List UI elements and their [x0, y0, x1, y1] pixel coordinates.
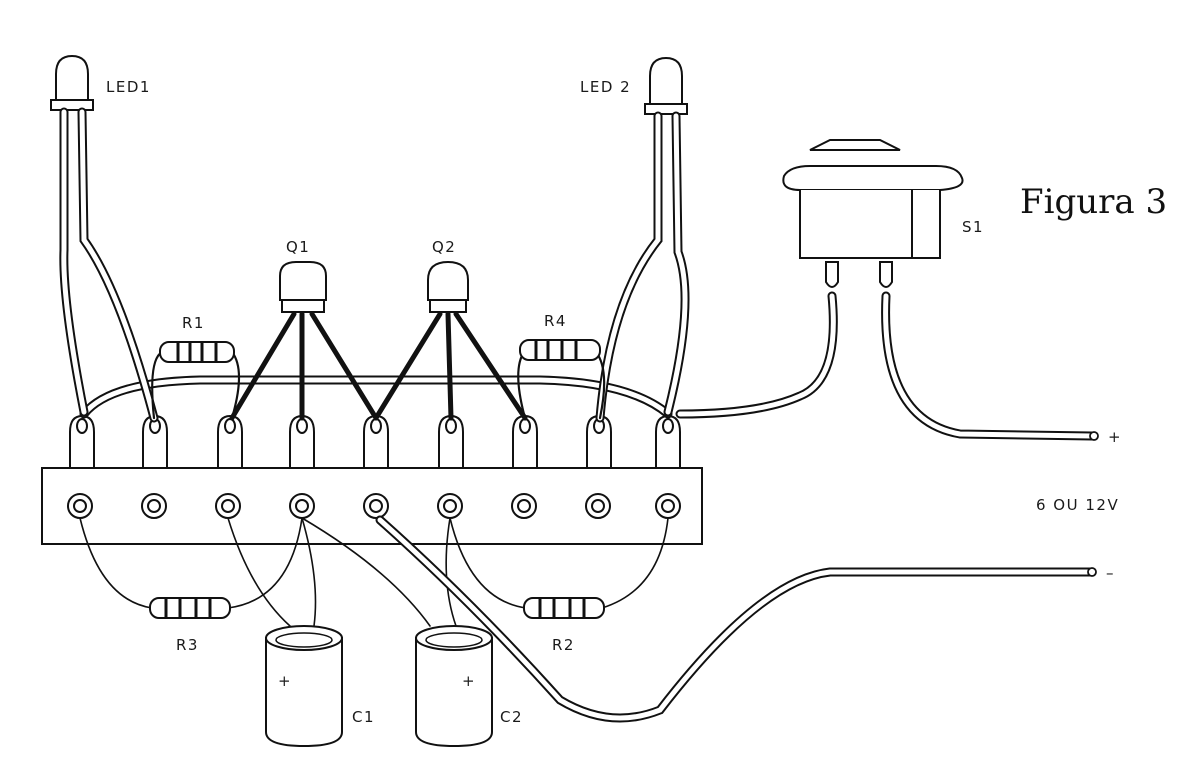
figure-title: Figura 3 — [1020, 182, 1167, 222]
c2-label: C2 — [500, 708, 523, 726]
power-voltage-label: 6 OU 12V — [1036, 496, 1119, 514]
power-wire-s1-to-strip — [675, 291, 838, 419]
resistor-r4: R4 — [517, 312, 606, 420]
c2-plus: + — [462, 672, 476, 690]
r3-label: R3 — [176, 636, 199, 654]
c1-label: C1 — [352, 708, 375, 726]
q1-label: Q1 — [286, 238, 310, 256]
terminal-holes — [67, 493, 681, 519]
transistor-q1: Q1 — [229, 238, 379, 421]
led1-label: LED1 — [106, 78, 151, 96]
capacitor-c2: + C2 — [301, 517, 523, 748]
power-wire-positive — [881, 291, 1099, 441]
led2: LED 2 — [580, 56, 690, 423]
s1-label: S1 — [962, 218, 984, 236]
q2-label: Q2 — [432, 238, 456, 256]
r2-label: R2 — [552, 636, 575, 654]
c1-plus: + — [278, 672, 292, 690]
led1: LED1 — [50, 54, 159, 423]
r4-label: R4 — [544, 312, 567, 330]
switch-s1: S1 — [782, 139, 984, 288]
led2-label: LED 2 — [580, 78, 631, 96]
transistor-q2: Q2 — [373, 238, 528, 421]
r1-label: R1 — [182, 314, 205, 332]
terminal-lugs — [69, 414, 681, 469]
capacitor-c1: + C1 — [227, 517, 375, 748]
power-positive-label: + — [1108, 428, 1122, 446]
power-negative-label: – — [1106, 564, 1115, 582]
jumper-wire-top — [79, 375, 673, 419]
terminal-strip — [41, 414, 703, 545]
resistor-r3: R3 — [79, 517, 303, 654]
resistor-r2: R2 — [449, 517, 669, 654]
power-wire-negative — [375, 515, 1097, 723]
resistor-r1: R1 — [151, 314, 241, 420]
